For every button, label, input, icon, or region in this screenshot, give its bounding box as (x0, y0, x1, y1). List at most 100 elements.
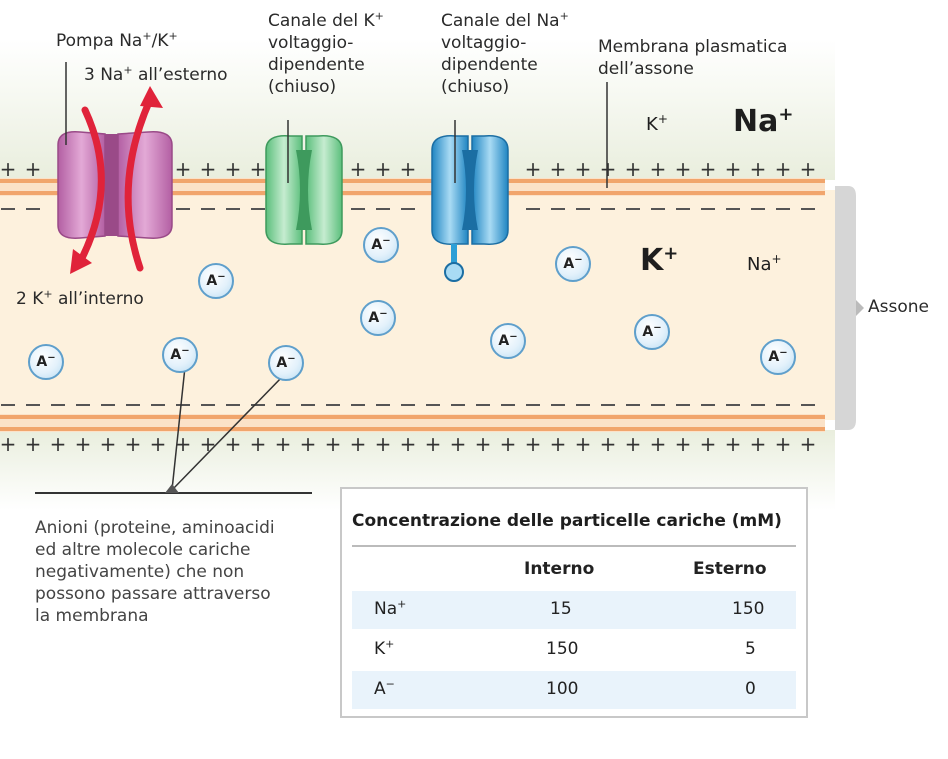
col-inside-header: Interno (524, 559, 595, 579)
plus-charge: + (375, 157, 392, 181)
plus-charge: + (750, 432, 767, 456)
plus-charge: + (450, 432, 467, 456)
plus-charge: + (800, 157, 817, 181)
axon-bracket (835, 186, 856, 430)
leader-lines (65, 62, 608, 491)
plus-charge: + (350, 157, 367, 181)
plus-charge: + (400, 432, 417, 456)
k-channel-label: Canale del K+ voltaggio- dipendente (chi… (268, 9, 384, 97)
plus-charge: + (525, 432, 542, 456)
plus-charge: + (100, 432, 117, 456)
plus-charge: + (750, 157, 767, 181)
row-inside-value: 15 (550, 599, 572, 619)
anion: A− (162, 337, 198, 373)
anion: A− (363, 227, 399, 263)
plus-charge: + (725, 432, 742, 456)
row-inside-value: 150 (546, 639, 579, 659)
plus-charge: + (475, 432, 492, 456)
row-ion: A− (374, 677, 395, 699)
na-out-arrowhead (140, 86, 163, 108)
table-row: K+ 150 5 (352, 631, 796, 669)
axon-pointer (856, 300, 864, 316)
plus-charge: + (575, 432, 592, 456)
k-channel (265, 135, 343, 245)
table-title: Concentrazione delle particelle cariche … (352, 511, 782, 531)
plus-charge: + (0, 157, 16, 181)
plus-charge: + (675, 432, 692, 456)
plus-charge: + (150, 432, 167, 456)
table-header-row: Interno Esterno (352, 551, 796, 589)
positive-charges-outside-upper: +++++++++++++++++++++ (0, 157, 816, 181)
anions-description: Anioni (proteine, aminoacidi ed altre mo… (35, 518, 275, 626)
na-k-pump (57, 131, 173, 239)
plus-charge: + (200, 157, 217, 181)
plus-charge: + (775, 432, 792, 456)
row-inside-value: 100 (546, 679, 579, 699)
row-outside-value: 150 (732, 599, 765, 619)
axon-label: Assone (868, 297, 929, 317)
plus-charge: + (525, 157, 542, 181)
plus-charge: + (550, 157, 567, 181)
pump-title: Pompa Na+/K+ (56, 29, 178, 51)
anion: A− (198, 263, 234, 299)
plus-charge: + (75, 432, 92, 456)
plus-charge: + (125, 432, 142, 456)
inside-k-ion: K+ (640, 243, 679, 278)
plus-charge: + (175, 157, 192, 181)
positive-charges-outside-lower: +++++++++++++++++++++++++++++++++ (0, 432, 816, 456)
plus-charge: + (600, 432, 617, 456)
anion: A− (490, 323, 526, 359)
pump-k-in-label: 2 K+ all’interno (16, 287, 144, 309)
plus-charge: + (325, 432, 342, 456)
plus-charge: + (675, 157, 692, 181)
plus-charge: + (300, 432, 317, 456)
col-outside-header: Esterno (693, 559, 767, 579)
table-row: A− 100 0 (352, 671, 796, 709)
pump-arrows (76, 96, 154, 272)
plus-charge: + (575, 157, 592, 181)
na-channel-label: Canale del Na+ voltaggio- dipendente (ch… (441, 9, 569, 97)
row-ion: Na+ (374, 597, 407, 619)
plus-charge: + (225, 157, 242, 181)
row-ion: K+ (374, 637, 395, 659)
plus-charge: + (725, 157, 742, 181)
plus-charge: + (275, 432, 292, 456)
na-channel (431, 135, 509, 282)
plus-charge: + (800, 432, 817, 456)
plus-charge: + (625, 432, 642, 456)
table-row: Na+ 15 150 (352, 591, 796, 629)
anion: A− (360, 300, 396, 336)
plus-charge: + (25, 432, 42, 456)
anion: A− (268, 345, 304, 381)
outside-k-ion: K+ (646, 112, 668, 135)
membrane-label: Membrana plasmatica dell’assone (598, 37, 788, 79)
plus-charge: + (550, 432, 567, 456)
anion: A− (28, 344, 64, 380)
plus-charge: + (175, 432, 192, 456)
plus-charge: + (425, 432, 442, 456)
plus-charge: + (650, 157, 667, 181)
plus-charge: + (700, 157, 717, 181)
outside-na-ion: Na+ (733, 104, 794, 139)
plus-charge: + (775, 157, 792, 181)
plus-charge: + (500, 432, 517, 456)
anions-callout-tip (165, 484, 179, 493)
k-in-arrowhead (70, 249, 92, 274)
concentration-table: Concentrazione delle particelle cariche … (340, 487, 808, 718)
plus-charge: + (600, 157, 617, 181)
plus-charge: + (25, 157, 42, 181)
plus-charge: + (350, 432, 367, 456)
plus-charge: + (400, 157, 417, 181)
row-outside-value: 5 (745, 639, 756, 659)
plus-charge: + (650, 432, 667, 456)
plus-charge: + (250, 432, 267, 456)
anion: A− (555, 246, 591, 282)
plus-charge: + (700, 432, 717, 456)
plus-charge: + (625, 157, 642, 181)
plus-charge: + (50, 432, 67, 456)
row-outside-value: 0 (745, 679, 756, 699)
pump-na-out-label: 3 Na+ all’esterno (84, 63, 228, 85)
plus-charge: + (225, 432, 242, 456)
